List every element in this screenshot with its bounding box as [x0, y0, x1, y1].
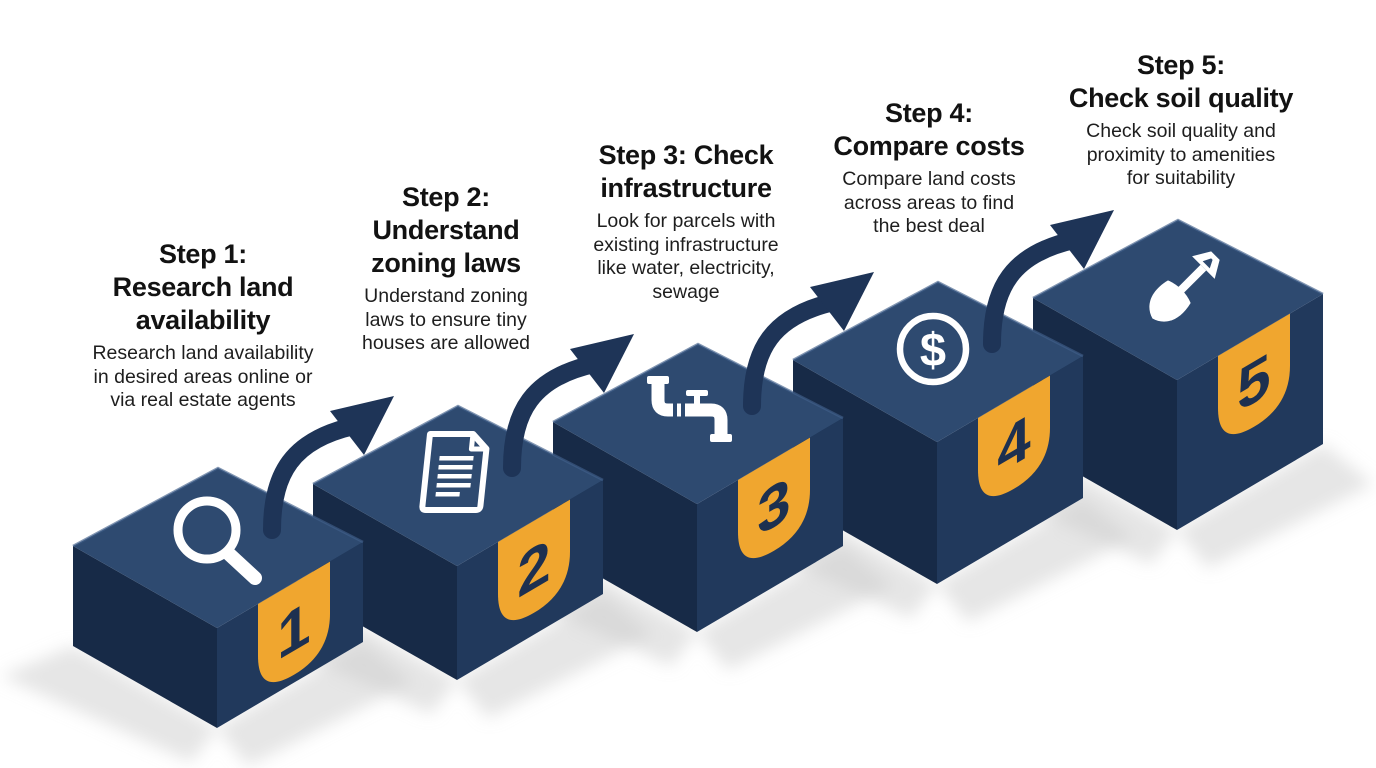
desc-line: via real estate agents	[110, 389, 296, 411]
cube-edge-highlight	[1032, 218, 1324, 300]
cube-edge-highlight	[792, 280, 1084, 362]
desc-line: across areas to find	[843, 191, 1015, 214]
step-5-text: Step 5: Check soil quality Check soil qu…	[1021, 49, 1341, 191]
step-5-title: Step 5: Check soil quality	[1021, 49, 1341, 115]
step-3-number-badge: 3	[738, 437, 810, 559]
step-4-number-badge: 4	[978, 375, 1050, 497]
magnifier-icon	[173, 496, 262, 585]
desc-line: Check soil quality and	[1086, 120, 1276, 142]
title-line: Step 5:	[1137, 50, 1225, 80]
cube-edge-highlight	[72, 466, 364, 548]
desc-line: sewage	[652, 280, 720, 303]
title-line: zoning laws	[371, 248, 521, 278]
desc-line: like water, electricity,	[597, 257, 775, 279]
arrow-step1-to-step2	[263, 396, 394, 539]
document-icon	[419, 431, 490, 513]
desc-line: Understand zoning	[364, 285, 528, 307]
step-1-title: Step 1: Research land availability	[43, 238, 363, 337]
desc-line: laws to ensure tiny	[365, 308, 527, 331]
title-line: Step 1:	[159, 239, 247, 269]
pipe-icon	[647, 376, 732, 442]
title-line: Compare costs	[833, 131, 1025, 161]
step-1-number-badge: 1	[258, 561, 330, 683]
desc-line: Compare land costs	[842, 168, 1016, 190]
title-line: Step 2:	[402, 182, 490, 212]
desc-line: houses are allowed	[361, 332, 531, 354]
title-line: Research land	[112, 272, 294, 302]
title-line: Understand	[372, 215, 520, 245]
step-4-title: Step 4: Compare costs	[779, 97, 1079, 163]
step-4-text: Step 4: Compare costs Compare land costs…	[779, 97, 1079, 239]
desc-line: the best deal	[873, 215, 985, 237]
step-3-block: 3	[552, 342, 844, 632]
step-4-description: Compare land costs across areas to find …	[779, 168, 1079, 239]
step-2-block: 2	[312, 404, 604, 680]
step-5-block: 5	[1032, 218, 1324, 530]
step-1-text: Step 1: Research land availability Resea…	[43, 238, 363, 413]
arrow-step3-to-step4	[743, 272, 874, 415]
cube-edge-highlight	[312, 404, 604, 486]
step-1-description: Research land availability in desired ar…	[43, 342, 363, 413]
step-1-block: 1	[72, 466, 364, 728]
desc-line: Research land availability	[92, 342, 314, 364]
title-line: infrastructure	[600, 173, 772, 203]
cube-left-face	[313, 484, 457, 680]
desc-line: proximity to amenities	[1086, 143, 1276, 166]
cube-edge-highlight	[552, 342, 844, 424]
step-2-text: Step 2: Understand zoning laws Understan…	[296, 181, 596, 356]
desc-line: Look for parcels with	[596, 210, 776, 232]
desc-line: for suitability	[1126, 167, 1236, 189]
arrow-step2-to-step3	[503, 334, 634, 477]
dollar-glyph: $	[920, 323, 946, 376]
title-line: Check soil quality	[1068, 83, 1294, 113]
arrow-step4-to-step5	[983, 210, 1114, 353]
step-2-number-badge: 2	[498, 499, 570, 621]
step-3-description: Look for parcels with existing infrastru…	[536, 210, 836, 304]
dollar-icon: $	[896, 312, 970, 386]
cube-left-face	[73, 546, 217, 728]
desc-line: existing infrastructure	[593, 233, 779, 256]
title-line: Step 4:	[885, 98, 973, 128]
step-3-title: Step 3: Check infrastructure	[536, 139, 836, 205]
step-3-text: Step 3: Check infrastructure Look for pa…	[536, 139, 836, 304]
title-line: availability	[135, 305, 271, 335]
shovel-icon	[1149, 251, 1220, 322]
step-5-number-badge: 5	[1218, 313, 1290, 435]
desc-line: in desired areas online or	[93, 365, 313, 388]
step-2-title: Step 2: Understand zoning laws	[296, 181, 596, 280]
step-5-description: Check soil quality and proximity to amen…	[1021, 120, 1341, 191]
title-line: Step 3: Check	[598, 140, 774, 170]
step-2-description: Understand zoning laws to ensure tiny ho…	[296, 285, 596, 356]
